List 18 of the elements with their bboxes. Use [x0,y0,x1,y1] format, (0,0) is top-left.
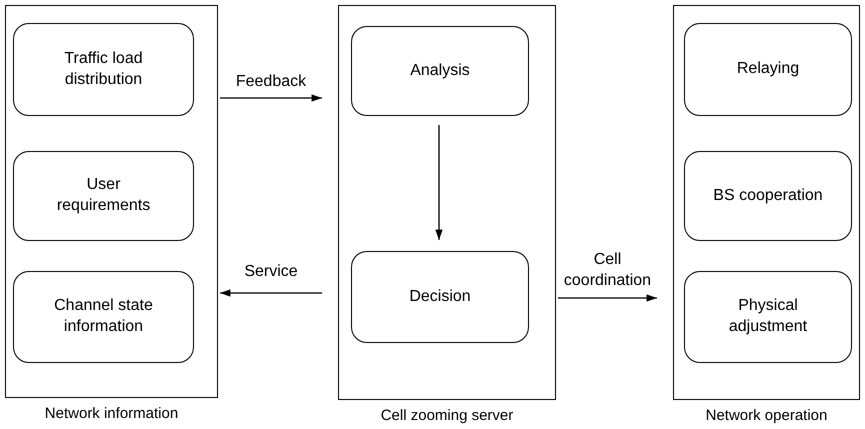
arrow [220,94,322,102]
process-box: Channel state information [13,271,194,363]
panel-box [338,5,556,400]
process-box: Physical adjustment [684,271,852,363]
panel-caption: Cell zooming server [380,406,514,426]
panel-caption: Network operation [704,406,828,426]
process-box: Traffic load distribution [13,23,194,116]
panel-box [673,5,860,400]
panel-caption: Network information [44,404,180,424]
process-box: BS cooperation [684,151,852,241]
process-box: Analysis [351,26,529,116]
process-box: Relaying [684,23,852,116]
arrow [220,289,322,297]
arrow [558,294,657,302]
arrow [435,125,443,240]
process-box: User requirements [13,151,194,241]
process-box: Decision [351,251,529,343]
panel-box [5,5,218,398]
